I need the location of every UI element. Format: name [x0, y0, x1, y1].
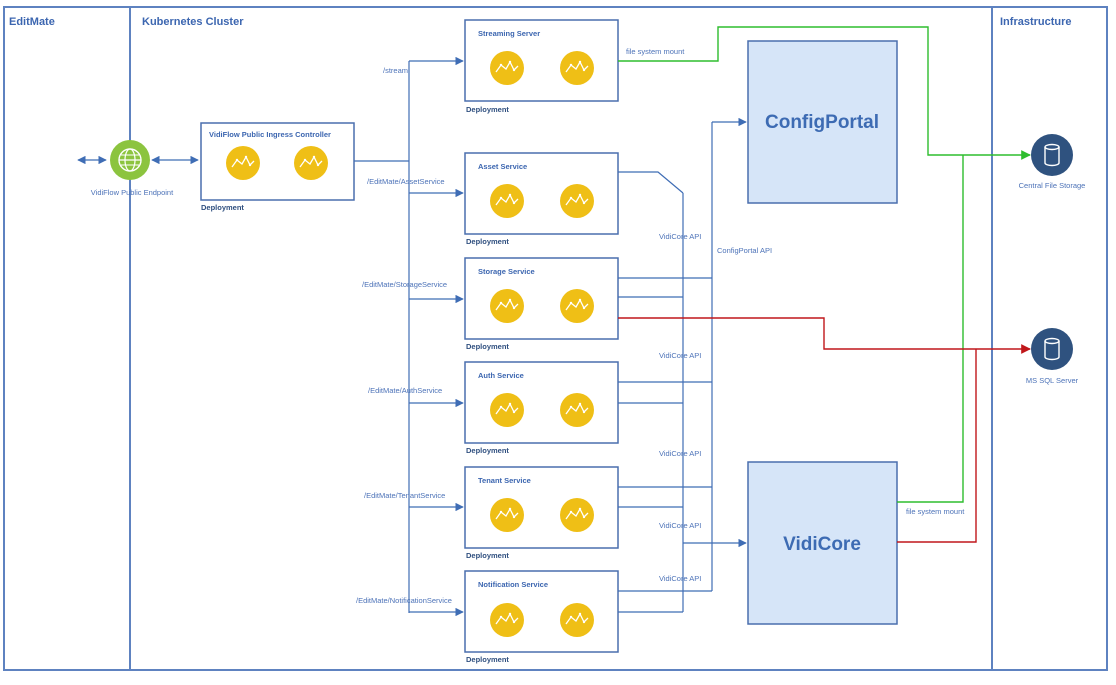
pod-icon: [489, 392, 525, 428]
outer-frame: [3, 6, 1108, 671]
api-labels: ConfigPortal API VidiCore API VidiCore A…: [659, 232, 772, 583]
configportal-api-label: ConfigPortal API: [717, 246, 772, 255]
file-system-mounts: [618, 26, 1031, 503]
service-title: Auth Service: [478, 371, 524, 380]
route-labels: /stream /EditMate/AssetService /EditMate…: [356, 66, 452, 605]
ingress-title: VidiFlow Public Ingress Controller: [209, 130, 331, 139]
file-storage-label: Central File Storage: [1019, 181, 1086, 190]
pod-icon: [489, 288, 525, 324]
mount-label-streaming: file system mount: [626, 47, 685, 56]
pod-icon: [559, 288, 595, 324]
pod-icon: [559, 392, 595, 428]
service-title: Storage Service: [478, 267, 535, 276]
service-asset[interactable]: Asset Service Deployment: [464, 152, 619, 246]
pod-icon: [559, 183, 595, 219]
route-label-stream: /stream: [383, 66, 408, 75]
public-endpoint[interactable]: VidiFlow Public Endpoint: [77, 140, 199, 197]
vidicore-api-label: VidiCore API: [659, 574, 701, 583]
vidicore-api-label: VidiCore API: [659, 521, 701, 530]
route-label-tenant: /EditMate/TenantService: [364, 491, 445, 500]
service-title: Streaming Server: [478, 29, 540, 38]
pod-icon: [293, 145, 329, 181]
sql-connections: [618, 317, 1031, 543]
api-connections: [618, 117, 747, 613]
mount-label-vidicore: file system mount: [906, 507, 965, 516]
service-title: Tenant Service: [478, 476, 531, 485]
config-portal-title: ConfigPortal: [765, 112, 879, 133]
lane-title-infrastructure: Infrastructure: [1000, 16, 1072, 28]
service-title: Asset Service: [478, 162, 527, 171]
service-streaming[interactable]: Streaming Server Deployment: [464, 19, 619, 114]
ms-sql-server[interactable]: MS SQL Server: [1026, 328, 1079, 385]
vidicore-api-label: VidiCore API: [659, 449, 701, 458]
vidicore-api-label: VidiCore API: [659, 351, 701, 360]
deployment-label: Deployment: [466, 446, 509, 455]
ingress-routes: [354, 56, 464, 617]
lane-title-editmate: EditMate: [9, 16, 55, 28]
ingress-deployment-label: Deployment: [201, 203, 244, 212]
pod-icon: [489, 183, 525, 219]
lane-title-kubernetes: Kubernetes Cluster: [142, 16, 244, 28]
ingress-controller[interactable]: VidiFlow Public Ingress Controller Deplo…: [200, 122, 355, 212]
deployment-label: Deployment: [466, 551, 509, 560]
route-label-storage: /EditMate/StorageService: [362, 280, 447, 289]
config-portal[interactable]: ConfigPortal: [747, 40, 898, 204]
deployment-label: Deployment: [466, 655, 509, 664]
service-notification[interactable]: Notification Service Deployment: [464, 570, 619, 664]
endpoint-label: VidiFlow Public Endpoint: [91, 188, 174, 197]
pod-icon: [559, 497, 595, 533]
pod-icon: [559, 50, 595, 86]
central-file-storage[interactable]: Central File Storage: [1019, 134, 1086, 190]
pod-icon: [489, 602, 525, 638]
pod-icon: [559, 602, 595, 638]
route-label-asset: /EditMate/AssetService: [367, 177, 445, 186]
database-icon: [1031, 134, 1073, 176]
route-label-auth: /EditMate/AuthService: [368, 386, 442, 395]
deployment-label: Deployment: [466, 105, 509, 114]
service-title: Notification Service: [478, 580, 548, 589]
deployment-label: Deployment: [466, 342, 509, 351]
route-label-notification: /EditMate/NotificationService: [356, 596, 452, 605]
pod-icon: [225, 145, 261, 181]
deployment-label: Deployment: [466, 237, 509, 246]
service-tenant[interactable]: Tenant Service Deployment: [464, 466, 619, 560]
vidicore-api-label: VidiCore API: [659, 232, 701, 241]
pod-icon: [489, 50, 525, 86]
lanes: EditMate Kubernetes Cluster Infrastructu…: [3, 6, 1108, 671]
vidicore-title: VidiCore: [783, 534, 861, 555]
sql-label: MS SQL Server: [1026, 376, 1079, 385]
service-auth[interactable]: Auth Service Deployment: [464, 361, 619, 455]
pod-icon: [489, 497, 525, 533]
service-storage[interactable]: Storage Service Deployment: [464, 257, 619, 351]
vidicore[interactable]: VidiCore: [747, 461, 898, 625]
globe-icon: [110, 140, 150, 180]
database-icon: [1031, 328, 1073, 370]
